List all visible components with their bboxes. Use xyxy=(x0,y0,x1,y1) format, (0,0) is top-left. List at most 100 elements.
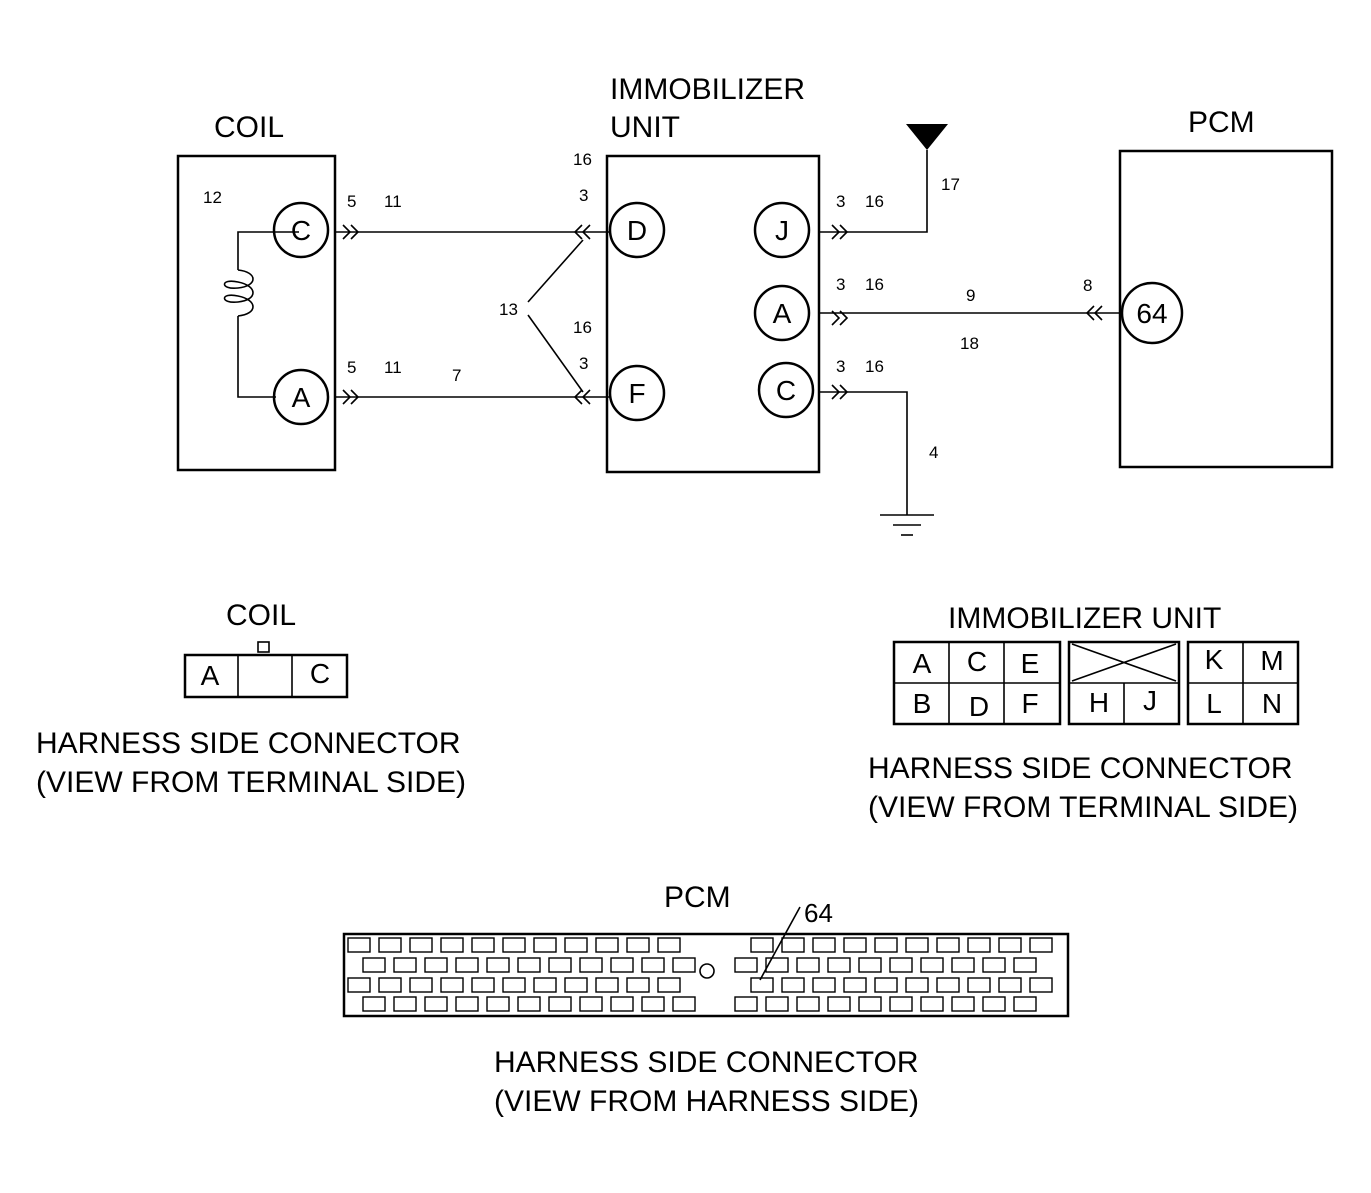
pcm-connector-cell xyxy=(843,977,867,993)
imm-pin-b: B xyxy=(913,688,932,719)
pcm-connector-cell xyxy=(796,957,820,973)
imm-pin-k: K xyxy=(1205,644,1224,675)
pcm-connector-cell xyxy=(641,957,665,973)
imm-pin-d: D xyxy=(969,691,989,722)
pcm-connector-cell xyxy=(920,957,944,973)
imm-terminal-c-label: C xyxy=(776,375,796,406)
pcm-connector-cell xyxy=(378,977,402,993)
pcm-box xyxy=(1118,149,1334,469)
pcm-connector-cells xyxy=(347,937,1053,1012)
pcm-connector-cell xyxy=(502,937,526,953)
coil-title: COIL xyxy=(214,111,284,144)
coil-terminal-c xyxy=(272,201,330,259)
callout-imm-a-3: 3 xyxy=(836,275,845,294)
imm-terminal-d-label: D xyxy=(627,215,647,246)
pcm-connector-cell xyxy=(796,996,820,1012)
pcm-connector-body xyxy=(342,932,1070,1018)
pcm-connector-cell xyxy=(440,977,464,993)
imm-pin-j: J xyxy=(1143,685,1157,716)
imm-terminal-f xyxy=(608,364,666,422)
pcm-connector-cell xyxy=(347,977,371,993)
imm-pin-m: M xyxy=(1260,645,1283,676)
coil-connector-latch xyxy=(257,641,270,653)
imm-terminal-a xyxy=(753,284,811,342)
coil-terminal-c-label: C xyxy=(291,215,311,246)
pcm-connector-cell xyxy=(858,996,882,1012)
pcm-connector-cell xyxy=(378,937,402,953)
coil-winding-icon xyxy=(223,269,254,317)
pcm-connector-cell xyxy=(626,977,650,993)
callout-imm-j-3: 3 xyxy=(836,192,845,211)
immobilizer-title-line1: IMMOBILIZER xyxy=(610,73,805,106)
pcm-connector-cell xyxy=(874,937,898,953)
callout-imm-j-16: 16 xyxy=(865,192,884,211)
pcm-connector-cell xyxy=(471,937,495,953)
callout-imm-f-3: 3 xyxy=(579,354,588,373)
coil-connector-title: COIL xyxy=(226,599,296,632)
wire-imm-c-to-ground xyxy=(819,391,908,515)
callout-imm-d-16: 16 xyxy=(573,150,592,169)
pcm-connector-cell xyxy=(393,996,417,1012)
coil-wire-bottom xyxy=(237,316,276,398)
pcm-connector-cell xyxy=(486,957,510,973)
pcm-connector-cell xyxy=(455,957,479,973)
pcm-connector-cell xyxy=(1029,977,1053,993)
pcm-connector-cell xyxy=(920,996,944,1012)
coil-terminal-a xyxy=(272,368,330,426)
pcm-connector-key xyxy=(699,963,715,979)
callout-12: 12 xyxy=(203,188,222,207)
pcm-connector-cell xyxy=(858,957,882,973)
pcm-connector-cell xyxy=(610,996,634,1012)
pcm-connector-cell xyxy=(362,957,386,973)
callout-imm-c-3: 3 xyxy=(836,357,845,376)
callout-imm-f-16: 16 xyxy=(573,318,592,337)
pcm-connector-cell xyxy=(982,957,1006,973)
pcm-connector-cell xyxy=(502,977,526,993)
pcm-connector-cell xyxy=(967,977,991,993)
imm-pin-f: F xyxy=(1021,688,1038,719)
pcm-connector-cell xyxy=(548,996,572,1012)
pcm-connector-cell xyxy=(657,977,681,993)
pcm-connector-cell xyxy=(672,957,696,973)
pcm-connector-cell xyxy=(734,957,758,973)
coil-connector-caption-1: HARNESS SIDE CONNECTOR xyxy=(36,727,461,760)
callout-imm-a-16: 16 xyxy=(865,275,884,294)
pcm-connector-cell xyxy=(734,996,758,1012)
callout-coil-c-11: 11 xyxy=(384,192,402,211)
pcm-connector-cell xyxy=(765,996,789,1012)
imm-terminal-j xyxy=(753,201,811,259)
pcm-connector-cell xyxy=(579,957,603,973)
callout-coil-a-5: 5 xyxy=(347,358,356,377)
pcm-connector-cell xyxy=(1029,937,1053,953)
pcm-connector-cell xyxy=(610,957,634,973)
pcm-connector-cell xyxy=(812,977,836,993)
pcm-connector-cell xyxy=(347,937,371,953)
pcm-connector-caption-1: HARNESS SIDE CONNECTOR xyxy=(494,1046,919,1079)
pcm-connector-cell xyxy=(843,937,867,953)
imm-terminal-f-label: F xyxy=(628,378,645,409)
imm-terminal-a-label: A xyxy=(773,298,792,329)
immobilizer-title-line2: UNIT xyxy=(610,111,680,144)
pcm-connector-cell xyxy=(440,937,464,953)
pcm-terminal-64-label: 64 xyxy=(1136,298,1167,329)
pcm-connector-cell xyxy=(967,937,991,953)
pcm-connector-cell xyxy=(998,977,1022,993)
pcm-connector-cell xyxy=(905,937,929,953)
antenna-icon xyxy=(906,124,948,150)
pcm-connector-cell xyxy=(486,996,510,1012)
pcm-connector-cell xyxy=(936,937,960,953)
pcm-connector-cell xyxy=(889,996,913,1012)
pcm-connector-cell xyxy=(455,996,479,1012)
callout-17: 17 xyxy=(941,175,960,194)
coil-connector-pin-a: A xyxy=(201,660,220,691)
callout-4: 4 xyxy=(929,443,938,462)
pcm-connector-cell xyxy=(982,996,1006,1012)
coil-connector-pin-c: C xyxy=(310,658,330,689)
pcm-connector-cell xyxy=(548,957,572,973)
pcm-connector-title: PCM xyxy=(664,881,731,914)
imm-pin-n: N xyxy=(1262,688,1282,719)
imm-connector-caption-1: HARNESS SIDE CONNECTOR xyxy=(868,752,1293,785)
pcm-connector-cell xyxy=(936,977,960,993)
pcm-connector-caption-2: (VIEW FROM HARNESS SIDE) xyxy=(494,1085,919,1118)
